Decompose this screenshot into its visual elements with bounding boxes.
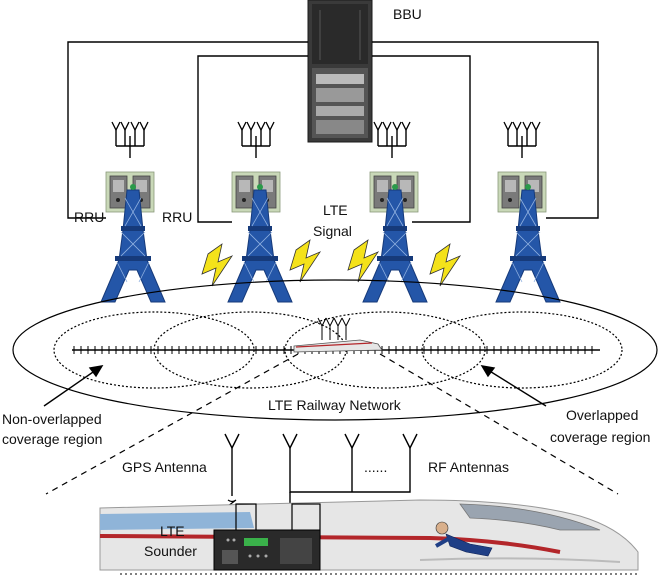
lte-signal-label-1: LTE	[323, 202, 348, 218]
sounder-label-2: Sounder	[144, 543, 197, 559]
rru-right-label: RRU	[162, 209, 192, 225]
non-overlapped-label-2: coverage region	[2, 431, 102, 447]
network-ellipse	[12, 279, 658, 421]
overlapped-label-1: Overlapped	[566, 407, 638, 423]
antenna-icon	[503, 121, 541, 159]
network-label: LTE Railway Network	[268, 397, 402, 413]
sounder-label-1: LTE	[160, 523, 185, 539]
lightning-icon	[201, 243, 233, 287]
bbu-label: BBU	[393, 6, 422, 22]
antenna-icon	[237, 121, 275, 159]
antenna-icon	[224, 433, 240, 471]
tower-3	[362, 121, 428, 303]
lightning-icon	[429, 243, 461, 287]
lightning-icon	[347, 239, 379, 283]
tower-1	[100, 121, 166, 303]
antenna-icon	[344, 433, 360, 471]
tower-2	[227, 121, 293, 303]
antenna-icon	[111, 121, 149, 159]
gps-antenna-label: GPS Antenna	[122, 459, 207, 475]
antenna-icon	[282, 433, 298, 471]
non-overlapped-label-1: Non-overlapped	[2, 411, 102, 427]
train-antennas	[224, 433, 418, 513]
bbu-rack-icon	[307, 0, 373, 143]
rru-left-label: RRU	[74, 209, 104, 225]
arrows	[43, 365, 547, 407]
dots-label: ......	[364, 459, 387, 475]
antenna-icon	[402, 433, 418, 471]
mini-train-icon	[293, 317, 383, 353]
zoom-lines	[45, 353, 619, 495]
bbu-links	[67, 41, 599, 223]
sounder-device-icon	[213, 529, 321, 571]
overlapped-label-2: coverage region	[550, 429, 650, 445]
lightning-icon	[289, 239, 321, 283]
passenger-icon	[435, 521, 493, 557]
antenna-icon	[373, 121, 411, 159]
tower-4	[495, 121, 561, 303]
rf-antennas-label: RF Antennas	[428, 459, 509, 475]
lte-signal-label-2: Signal	[313, 223, 352, 239]
